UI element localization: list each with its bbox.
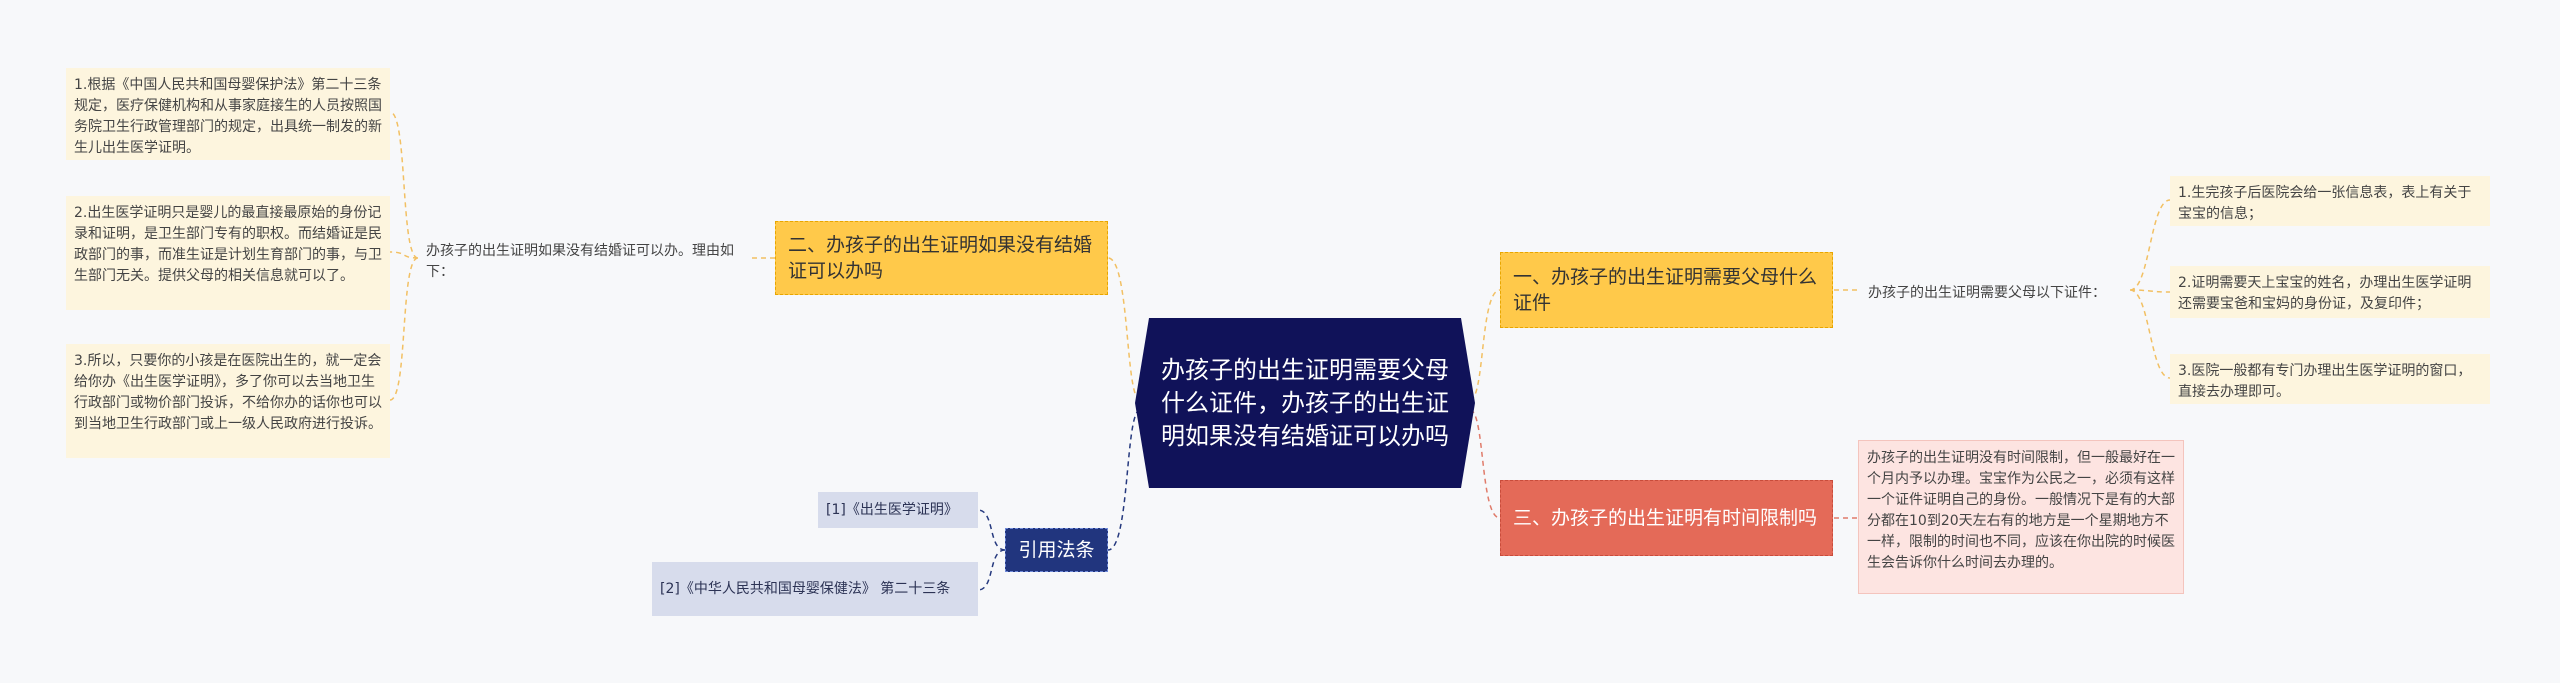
- branch-time-limit[interactable]: 三、办孩子的出生证明有时间限制吗: [1500, 480, 1833, 556]
- ref-maternal-health-law[interactable]: [2]《中华人民共和国母婴保健法》 第二十三条: [652, 562, 978, 616]
- leaf-id-cards: 2.证明需要天上宝宝的姓名，办理出生医学证明还需要宝爸和宝妈的身份证，及复印件；: [2170, 266, 2490, 318]
- link-center-b1: [1469, 289, 1501, 401]
- center-topic-label: 办孩子的出生证明需要父母什么证件，办孩子的出生证明如果没有结婚证可以办吗: [1161, 355, 1449, 450]
- link-b1-leaves: [2129, 199, 2171, 379]
- leaf-time-limit-detail: 办孩子的出生证明没有时间限制，但一般最好在一个月内予以办理。宝宝作为公民之一，必…: [1858, 440, 2184, 594]
- leaf-complaint: 3.所以，只要你的小孩是在医院出生的，就一定会给你办《出生医学证明》，多了你可以…: [66, 344, 390, 458]
- leaf-parent-documents-intro: 办孩子的出生证明需要父母以下证件：: [1868, 285, 2106, 301]
- link-center-b2: [1107, 257, 1141, 401]
- center-topic[interactable]: 办孩子的出生证明需要父母什么证件，办孩子的出生证明如果没有结婚证可以办吗: [1135, 318, 1475, 488]
- branch-time-limit-label: 三、办孩子的出生证明有时间限制吗: [1513, 507, 1818, 529]
- branch-without-marriage-certificate-label: 二、办孩子的出生证明如果没有结婚证可以办吗: [788, 234, 1093, 282]
- link-b4-refs: [977, 509, 1006, 591]
- branch-cited-laws[interactable]: 引用法条: [1005, 528, 1108, 572]
- leaf-info-sheet: 1.生完孩子后医院会给一张信息表，表上有关于宝宝的信息；: [2170, 176, 2490, 226]
- branch-cited-laws-label: 引用法条: [1018, 539, 1095, 561]
- branch-without-marriage-certificate[interactable]: 二、办孩子的出生证明如果没有结婚证可以办吗: [775, 221, 1108, 295]
- branch-parent-documents-label: 一、办孩子的出生证明需要父母什么证件: [1513, 266, 1818, 314]
- leaf-without-marriage-intro: 办孩子的出生证明如果没有结婚证可以办。理由如下：: [426, 243, 734, 280]
- link-center-b3: [1469, 409, 1501, 519]
- link-b2-leaves: [389, 111, 419, 401]
- ref-birth-certificate[interactable]: [1]《出生医学证明》: [818, 492, 978, 528]
- branch-parent-documents[interactable]: 一、办孩子的出生证明需要父母什么证件: [1500, 252, 1833, 328]
- leaf-hospital-window: 3.医院一般都有专门办理出生医学证明的窗口，直接去办理即可。: [2170, 354, 2490, 404]
- leaf-law-article-23: 1.根据《中国人民共和国母婴保护法》第二十三条规定，医疗保健机构和从事家庭接生的…: [66, 68, 390, 160]
- link-center-b4: [1107, 409, 1141, 551]
- leaf-health-department: 2.出生医学证明只是婴儿的最直接最原始的身份记录和证明，是卫生部门专有的职权。而…: [66, 196, 390, 310]
